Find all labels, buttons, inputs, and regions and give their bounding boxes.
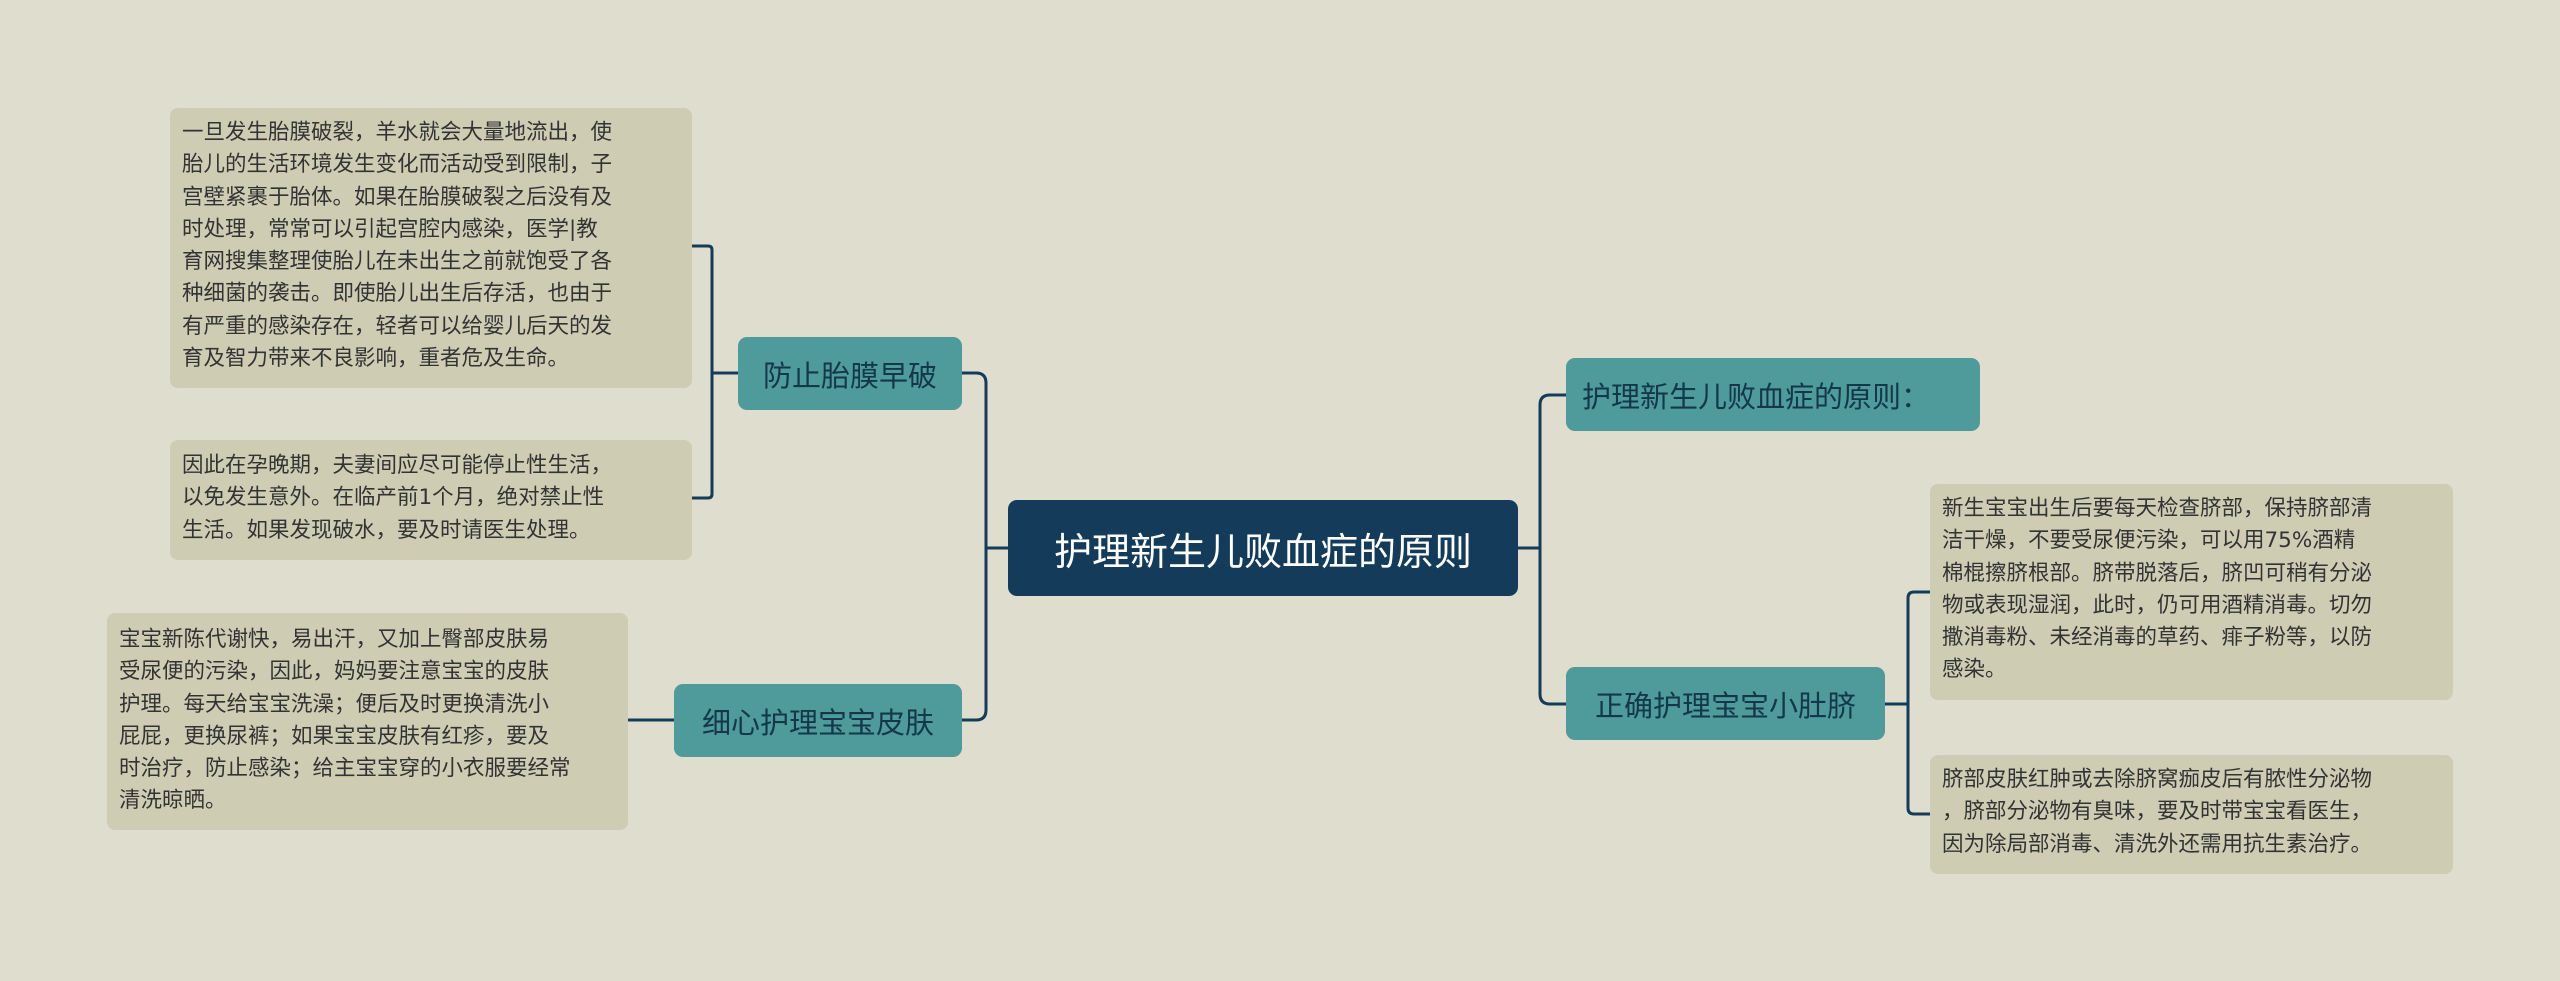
leaf-text-line: 因为除局部消毒、清洗外还需用抗生素治疗。 [1942,831,2373,857]
leaf-text-line: 受尿便的污染，因此，妈妈要注意宝宝的皮肤 [119,659,550,685]
leaf-text-line: 时治疗，防止感染；给主宝宝穿的小衣服要经常 [119,756,571,782]
leaf-text-line: 种细菌的袭击。即使胎儿出生后存活，也由于 [182,281,613,307]
leaf-text-line: 棉棍擦脐根部。脐带脱落后，脐凹可稍有分泌 [1942,560,2373,586]
root-node-label: 护理新生儿败血症的原则 [1053,529,1472,574]
leaf-text-line: 脐部皮肤红肿或去除脐窝痂皮后有脓性分泌物 [1942,767,2373,792]
branch-label: 护理新生儿败血症的原则： [1582,379,1931,414]
leaf-text-line: ，脐部分泌物有臭味，要及时带宝宝看医生， [1942,799,2373,825]
leaf-text-line: 护理。每天给宝宝洗澡；便后及时更换清洗小 [119,691,550,717]
leaf-text-line: 感染。 [1942,657,2007,683]
leaf-text-line: 新生宝宝出生后要每天检查脐部，保持脐部清 [1942,496,2373,521]
leaf-node-skin-care-details[interactable]: 宝宝新陈代谢快，易出汗，又加上臀部皮肤易 受尿便的污染，因此，妈妈要注意宝宝的皮… [107,613,628,830]
leaf-node-navel-infection-signs[interactable]: 脐部皮肤红肿或去除脐窝痂皮后有脓性分泌物 ，脐部分泌物有臭味，要及时带宝宝看医生… [1930,755,2453,874]
connector-root-left [960,371,1010,722]
leaf-node-late-pregnancy-advice[interactable]: 因此在孕晚期，夫妻间应尽可能停止性生活， 以免发生意外。在临产前1个月，绝对禁止… [170,440,692,560]
leaf-text-line: 物或表现湿润，此时，仍可用酒精消毒。切勿 [1942,592,2373,618]
root-node[interactable]: 护理新生儿败血症的原则 [1008,500,1518,596]
branch-node-baby-skin-care[interactable]: 细心护理宝宝皮肤 [674,684,962,757]
leaf-text-line: 屁屁，更换尿裤；如果宝宝皮肤有红疹，要及 [119,723,550,749]
leaf-text-line: 生活。如果发现破水，要及时请医生处理。 [182,517,591,543]
branch-node-prevent-membrane-rupture[interactable]: 防止胎膜早破 [738,337,962,410]
leaf-text-line: 以免发生意外。在临产前1个月，绝对禁止性 [182,485,605,511]
leaf-text-line: 因此在孕晚期，夫妻间应尽可能停止性生活， [182,453,613,478]
leaf-text-line: 胎儿的生活环境发生变化而活动受到限制，子 [182,152,613,178]
leaf-text-line: 有严重的感染存在，轻者可以给婴儿后天的发 [182,313,613,339]
leaf-text-line: 宫壁紧裹于胎体。如果在胎膜破裂之后没有及 [182,184,613,210]
connector-branch4-leaves [1883,590,1932,816]
branch-label: 防止胎膜早破 [762,358,937,393]
leaf-text-line: 一旦发生胎膜破裂，羊水就会大量地流出，使 [182,120,613,145]
leaf-text-line: 时处理，常常可以引起宫腔内感染，医学|教 [182,216,598,242]
branch-label: 细心护理宝宝皮肤 [701,705,934,740]
leaf-text-line: 清洗晾晒。 [119,788,227,814]
leaf-node-membrane-rupture-risk[interactable]: 一旦发生胎膜破裂，羊水就会大量地流出，使 胎儿的生活环境发生变化而活动受到限制，… [170,108,692,388]
branch-node-navel-care[interactable]: 正确护理宝宝小肚脐 [1566,667,1885,740]
leaf-text-line: 育及智力带来不良影响，重者危及生命。 [182,346,570,372]
connector-root-right [1516,393,1568,706]
leaf-node-navel-daily-check[interactable]: 新生宝宝出生后要每天检查脐部，保持脐部清 洁干燥，不要受尿便污染，可以用75%酒… [1930,484,2453,700]
leaf-text-line: 洁干燥，不要受尿便污染，可以用75%酒精 [1942,528,2356,554]
branch-label: 正确护理宝宝小肚脐 [1594,688,1856,723]
branch-node-principles-heading[interactable]: 护理新生儿败血症的原则： [1566,358,1980,431]
leaf-text-line: 撒消毒粉、未经消毒的草药、痱子粉等，以防 [1942,625,2373,651]
leaf-text-line: 育网搜集整理使胎儿在未出生之前就饱受了各 [182,249,613,275]
leaf-text-line: 宝宝新陈代谢快，易出汗，又加上臀部皮肤易 [119,627,550,652]
connector-branch1-leaves [690,244,740,500]
